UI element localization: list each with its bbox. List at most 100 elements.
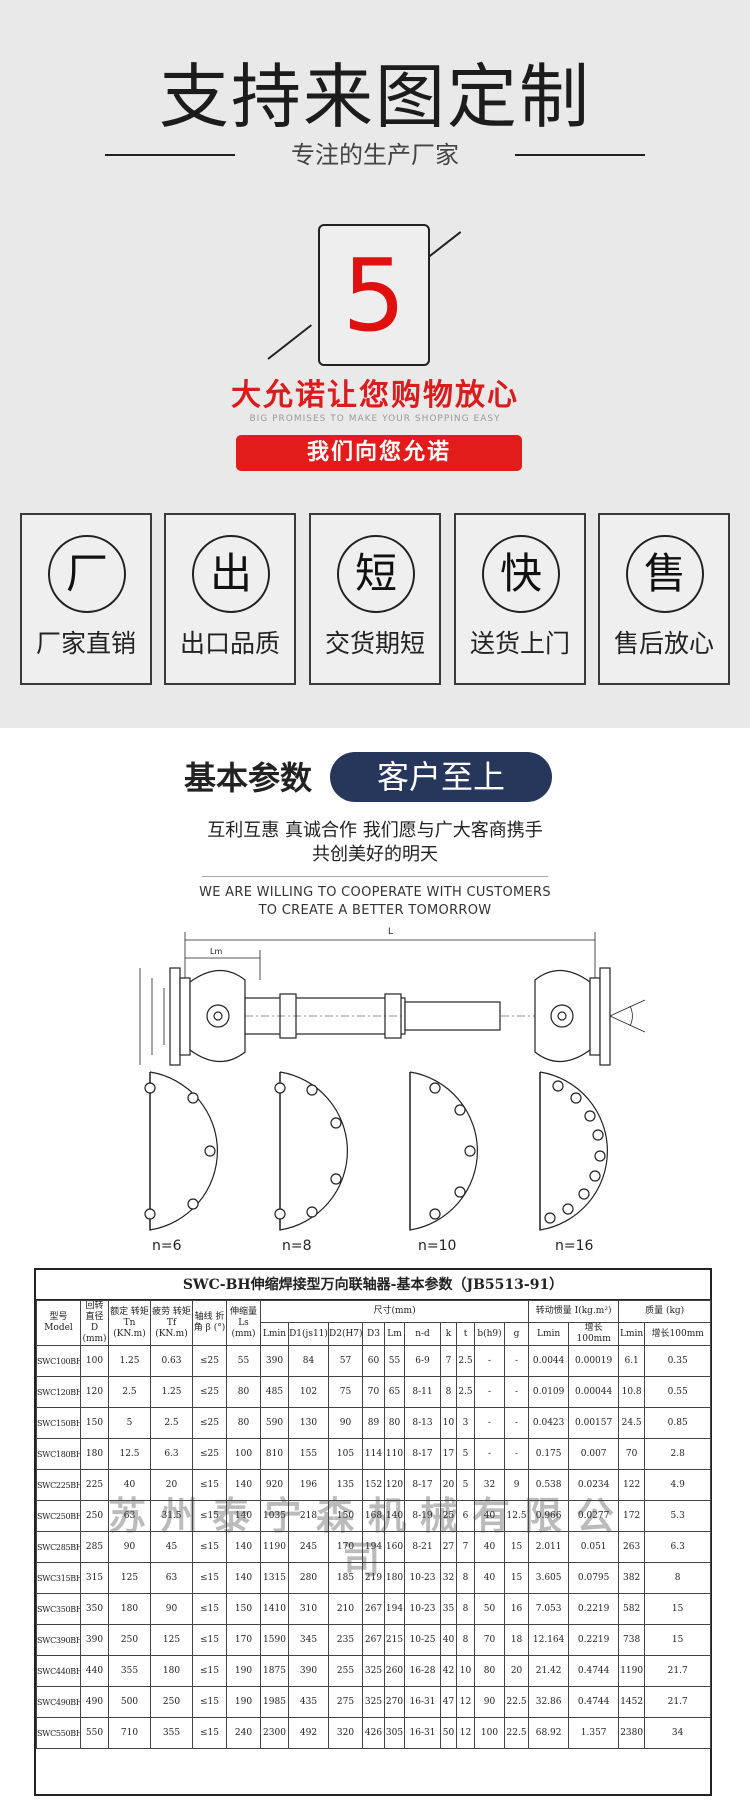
table-cell: 285 [80, 1531, 109, 1563]
subheader-cell: k [440, 1322, 457, 1346]
table-cell: 325 [362, 1686, 385, 1718]
table-cell: 150 [328, 1500, 363, 1532]
table-cell: 12 [456, 1717, 475, 1749]
table-cell: 80 [226, 1407, 261, 1439]
subheader-cell: D3 [362, 1322, 385, 1346]
table-cell: 390 [80, 1624, 109, 1656]
table-cell: 16-31 [404, 1686, 441, 1718]
table-cell: 190 [226, 1655, 261, 1687]
table-cell: 140 [226, 1562, 261, 1594]
table-cell: 10 [440, 1407, 457, 1439]
table-cell: 5 [456, 1469, 475, 1501]
table-cell: 0.051 [568, 1531, 620, 1563]
table-cell: 0.2219 [568, 1593, 620, 1625]
table-cell: ≤15 [192, 1531, 227, 1563]
table-cell: 32.86 [528, 1686, 570, 1718]
table-cell: 1190 [618, 1655, 646, 1687]
table-cell: 8 [456, 1624, 475, 1656]
table-cell: 27 [440, 1531, 457, 1563]
section-pill: 客户至上 [330, 752, 552, 802]
slash-line-right [425, 231, 462, 260]
table-cell: 130 [288, 1407, 329, 1439]
table-cell: 0.35 [644, 1345, 712, 1377]
table-cell: - [474, 1376, 505, 1408]
table-cell: 65 [384, 1376, 405, 1408]
subheader-cell: Lm [384, 1322, 405, 1346]
table-cell: - [503, 1438, 530, 1470]
table-cell: 90 [328, 1407, 363, 1439]
promise-button[interactable]: 我们向您允诺 [236, 435, 522, 471]
table-cell: 5 [456, 1438, 475, 1470]
table-cell: 55 [226, 1345, 261, 1377]
dim-label-Lm: Lm [210, 947, 222, 956]
table-cell: 194 [362, 1531, 385, 1563]
table-cell: 47 [440, 1686, 457, 1718]
table-cell: 1.25 [108, 1345, 151, 1377]
table-cell: 250 [80, 1500, 109, 1532]
feature-circle: 短 [337, 535, 415, 613]
table-cell: 20 [440, 1469, 457, 1501]
table-cell: 140 [226, 1531, 261, 1563]
table-cell: 5.3 [644, 1500, 712, 1532]
table-cell: 0.85 [644, 1407, 712, 1439]
model-cell: SWC250BH [36, 1500, 81, 1532]
table-cell: 0.00044 [568, 1376, 620, 1408]
col-mass: 质量 (kg) [618, 1300, 712, 1323]
table-cell: 168 [362, 1500, 385, 1532]
table-cell: 500 [108, 1686, 151, 1718]
table-cell: 17 [440, 1438, 457, 1470]
table-cell: 1985 [260, 1686, 289, 1718]
slash-line-left [267, 324, 312, 360]
table-cell: 31.5 [150, 1500, 193, 1532]
feature-circle: 售 [626, 535, 704, 613]
col-dims: 尺寸(mm) [259, 1300, 530, 1323]
table-cell: 390 [288, 1655, 329, 1687]
table-cell: 10-23 [404, 1562, 441, 1594]
col-Tf: 疲劳 转矩 Tf (KN.m) [150, 1300, 193, 1346]
table-cell: 180 [384, 1562, 405, 1594]
table-cell: 80 [474, 1655, 505, 1687]
feature-label: 送货上门 [469, 629, 570, 658]
table-cell: 0.538 [528, 1469, 570, 1501]
table-cell: 267 [362, 1593, 385, 1625]
table-cell: 34 [644, 1717, 712, 1749]
col-D: 回转 直径 D (mm) [80, 1300, 109, 1346]
table-cell: 190 [226, 1686, 261, 1718]
table-cell: 7 [440, 1345, 457, 1377]
model-cell: SWC550BH [36, 1717, 81, 1749]
table-cell: 84 [288, 1345, 329, 1377]
table-cell: 260 [384, 1655, 405, 1687]
table-cell: 8 [456, 1593, 475, 1625]
table-cell: 219 [362, 1562, 385, 1594]
table-cell: ≤15 [192, 1593, 227, 1625]
table-cell: 215 [384, 1624, 405, 1656]
table-cell: 355 [108, 1655, 151, 1687]
table-cell: 196 [288, 1469, 329, 1501]
flange-label: n=8 [282, 1238, 312, 1254]
table-cell: 180 [150, 1655, 193, 1687]
flange-label: n=10 [418, 1238, 457, 1254]
table-cell: 0.0795 [568, 1562, 620, 1594]
table-cell: 7 [456, 1531, 475, 1563]
table-cell: 8-19 [404, 1500, 441, 1532]
table-cell: 114 [362, 1438, 385, 1470]
table-cell: 152 [362, 1469, 385, 1501]
table-cell: 0.2219 [568, 1624, 620, 1656]
table-cell: 15 [503, 1531, 530, 1563]
table-cell: 810 [260, 1438, 289, 1470]
table-cell: 35 [440, 1593, 457, 1625]
table-cell: 40 [108, 1469, 151, 1501]
table-cell: 22.5 [503, 1686, 530, 1718]
flange-view-n10 [409, 1071, 478, 1231]
subheader-cell: b(h9) [474, 1322, 505, 1346]
table-cell: - [503, 1407, 530, 1439]
table-cell: 90 [474, 1686, 505, 1718]
table-cell: 355 [150, 1717, 193, 1749]
